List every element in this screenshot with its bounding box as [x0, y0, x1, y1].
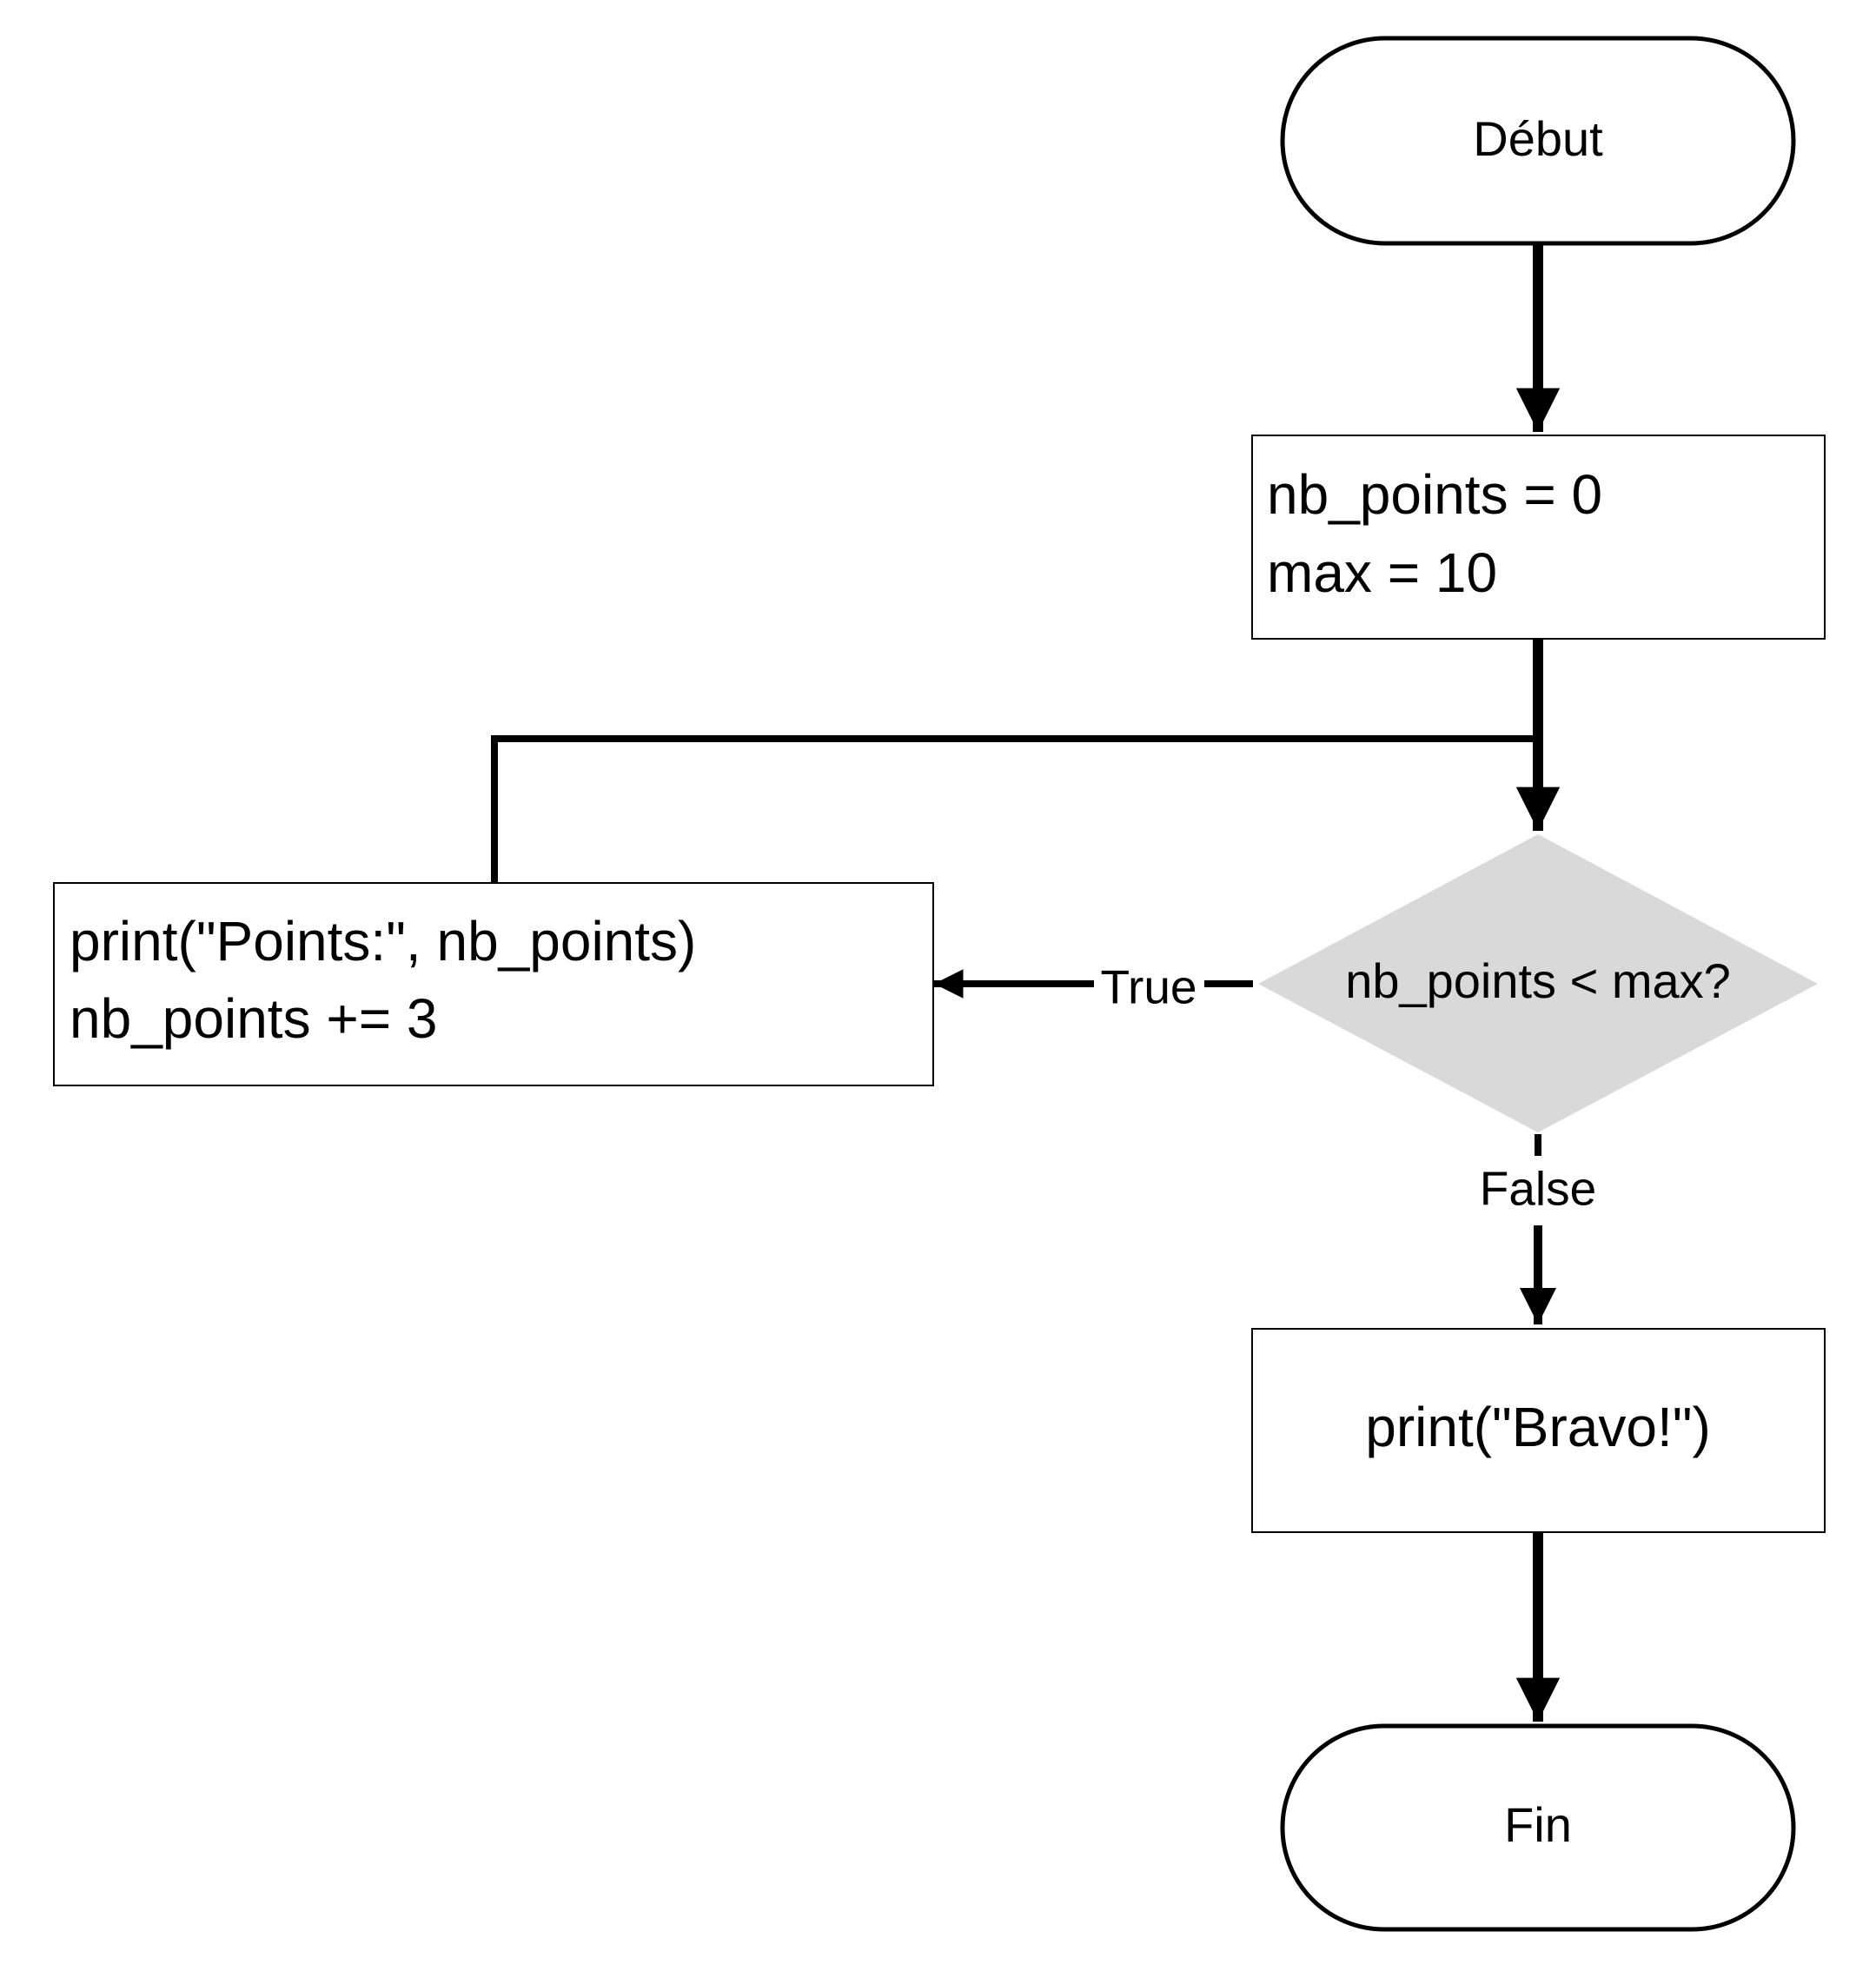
init-line-1: nb_points = 0: [1267, 463, 1602, 526]
condition-decision: nb_points < max?: [1258, 834, 1818, 1132]
loop-body-line-2: nb_points += 3: [70, 987, 437, 1050]
loop-body-line-1: print("Points:", nb_points): [70, 910, 696, 972]
start-node: Début: [1280, 36, 1796, 246]
start-label: Début: [1473, 111, 1603, 166]
loop-body-box: print("Points:", nb_points) nb_points +=…: [53, 882, 934, 1086]
edge-label-true: True: [1100, 960, 1197, 1014]
condition-label: nb_points < max?: [1345, 953, 1731, 1008]
edge-loop-back: [491, 735, 1538, 883]
end-node: Fin: [1280, 1723, 1796, 1932]
output-label: print("Bravo!"): [1365, 1396, 1711, 1458]
init-line-2: max = 10: [1267, 541, 1497, 604]
edge-label-false: False: [1480, 1162, 1597, 1216]
end-label: Fin: [1504, 1797, 1572, 1852]
output-process-box: print("Bravo!"): [1251, 1328, 1826, 1533]
init-process-box: nb_points = 0 max = 10: [1251, 435, 1826, 640]
